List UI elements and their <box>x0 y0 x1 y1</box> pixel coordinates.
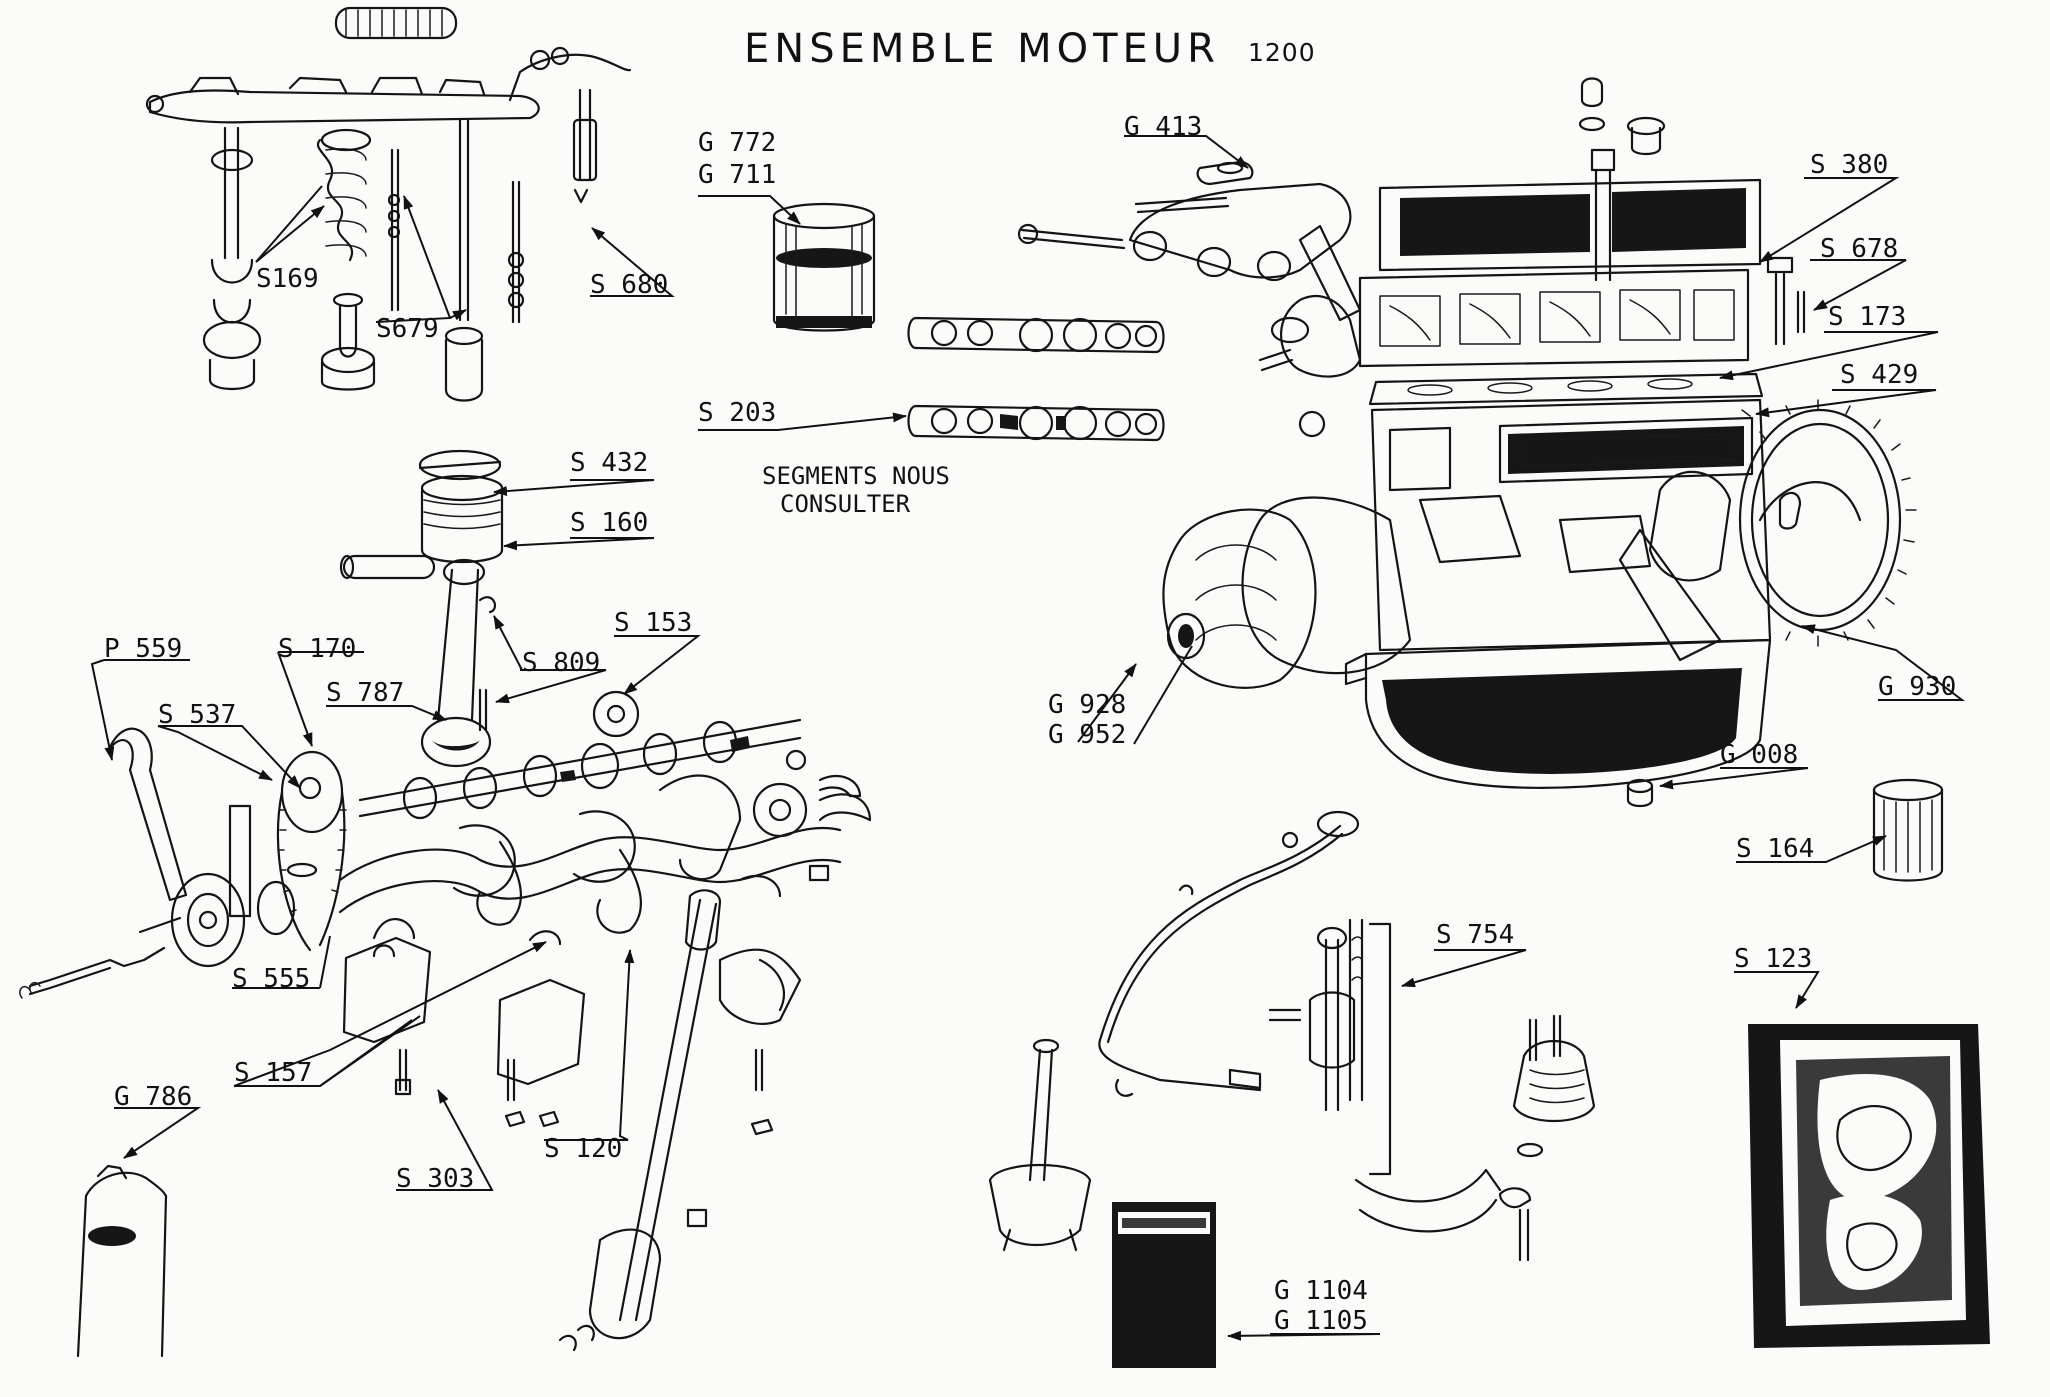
oil-pump-drive <box>558 889 802 1352</box>
label-g952: G 952 <box>1048 720 1127 750</box>
label-s678: S 678 <box>1820 234 1899 264</box>
model-number: 1200 <box>1248 38 1316 67</box>
label-s679: S679 <box>376 314 439 344</box>
page-title: ENSEMBLE MOTEUR <box>744 26 1220 72</box>
note-line-1: SEGMENTS NOUS <box>762 462 950 490</box>
piston-conrod <box>339 449 504 768</box>
label-s123: S 123 <box>1734 944 1813 974</box>
leader-lines <box>90 135 1965 1341</box>
label-s537: S 537 <box>158 700 237 730</box>
label-g008: G 008 <box>1720 740 1799 770</box>
label-s680: S 680 <box>590 270 669 300</box>
label-s157: S 157 <box>234 1058 313 1088</box>
label-s429: S 429 <box>1840 360 1919 390</box>
label-g1105: G 1105 <box>1274 1306 1368 1336</box>
label-g928: G 928 <box>1048 690 1127 720</box>
oil-pressure-pipe <box>988 810 1596 1368</box>
label-s303: S 303 <box>396 1164 475 1194</box>
crankshaft <box>338 774 872 934</box>
timing-chain-sprocket <box>276 750 347 952</box>
gasket-strips <box>907 316 1165 442</box>
note-line-2: CONSULTER <box>780 490 911 518</box>
label-s169: S169 <box>256 264 319 294</box>
label-g711: G 711 <box>698 160 777 190</box>
label-g1104: G 1104 <box>1274 1276 1368 1306</box>
engine-block <box>1017 77 1917 789</box>
label-s153: S 153 <box>614 608 693 638</box>
label-g413: G 413 <box>1124 112 1203 142</box>
rocker-shaft-assembly <box>145 6 632 402</box>
label-p559: P 559 <box>104 634 183 664</box>
label-s754: S 754 <box>1436 920 1515 950</box>
bearing-caps-bolts <box>342 774 862 1136</box>
starting-handle-pulley <box>19 727 296 999</box>
drain-plug <box>1626 778 1654 808</box>
label-s380: S 380 <box>1810 150 1889 180</box>
cylinder-liner <box>772 202 876 332</box>
oil-tube-g786 <box>76 1164 168 1358</box>
label-s164: S 164 <box>1736 834 1815 864</box>
label-g786: G 786 <box>114 1082 193 1112</box>
oil-filter <box>1872 778 1944 882</box>
gasket-set-package <box>1748 1024 1990 1348</box>
label-g930: G 930 <box>1878 672 1957 702</box>
label-s160: S 160 <box>570 508 649 538</box>
camshaft <box>358 690 807 820</box>
label-s809: S 809 <box>522 648 601 678</box>
label-s120: S 120 <box>544 1134 623 1164</box>
label-s170: S 170 <box>278 634 357 664</box>
label-s432: S 432 <box>570 448 649 478</box>
label-s203: S 203 <box>698 398 777 428</box>
label-s555: S 555 <box>232 964 311 994</box>
label-g772: G 772 <box>698 128 777 158</box>
label-s173: S 173 <box>1828 302 1907 332</box>
label-s787: S 787 <box>326 678 405 708</box>
